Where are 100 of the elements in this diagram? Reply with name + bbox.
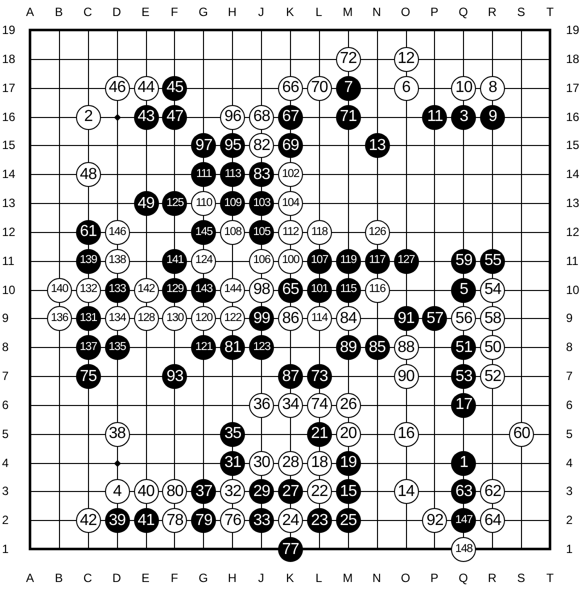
go-stone: 130 bbox=[162, 306, 188, 332]
go-stone: 32 bbox=[220, 479, 246, 504]
go-stone: 45 bbox=[162, 76, 188, 101]
go-stone: 52 bbox=[480, 364, 506, 389]
coordinate-label: A bbox=[24, 571, 35, 585]
coordinate-label: 6 bbox=[566, 398, 573, 412]
coordinate-label: 10 bbox=[566, 282, 580, 296]
go-stone: 68 bbox=[249, 104, 274, 130]
coordinate-label: G bbox=[198, 571, 209, 585]
go-stone: 20 bbox=[336, 422, 361, 447]
go-stone: 2 bbox=[76, 104, 101, 130]
go-stone: 64 bbox=[480, 508, 506, 534]
coordinate-label: R bbox=[486, 5, 498, 19]
go-stone: 104 bbox=[278, 191, 303, 216]
go-stone: 127 bbox=[394, 248, 419, 274]
go-stone: 6 bbox=[394, 76, 419, 101]
go-stone: 81 bbox=[220, 335, 246, 360]
go-stone: 22 bbox=[306, 479, 332, 504]
coordinate-label: N bbox=[371, 571, 382, 585]
coordinate-label: 2 bbox=[566, 513, 573, 528]
go-stone: 132 bbox=[76, 278, 101, 302]
go-stone: 111 bbox=[191, 162, 216, 188]
go-stone: 113 bbox=[220, 162, 246, 188]
coordinate-label: R bbox=[486, 571, 498, 585]
coordinate-label: 16 bbox=[2, 110, 16, 124]
go-stone: 72 bbox=[336, 46, 361, 72]
go-stone: 40 bbox=[134, 479, 159, 504]
go-stone: 61 bbox=[76, 220, 101, 245]
coordinate-label: 1 bbox=[566, 542, 573, 556]
go-stone: 33 bbox=[249, 508, 274, 534]
go-stone: 16 bbox=[394, 422, 419, 447]
coordinate-label: K bbox=[284, 571, 295, 585]
go-stone: 82 bbox=[249, 133, 274, 158]
coordinate-label: D bbox=[111, 571, 122, 585]
coordinate-label: 13 bbox=[566, 196, 580, 210]
go-stone: 142 bbox=[134, 278, 159, 302]
coordinate-label: 5 bbox=[566, 426, 573, 441]
coordinate-label: 18 bbox=[2, 52, 16, 66]
coordinate-label: F bbox=[170, 5, 180, 19]
coordinate-label: H bbox=[226, 5, 238, 19]
go-stone: 70 bbox=[306, 76, 332, 101]
go-stone: 17 bbox=[451, 392, 476, 418]
coordinate-label: 8 bbox=[566, 340, 573, 354]
go-stone: 4 bbox=[104, 479, 130, 504]
go-stone: 41 bbox=[134, 508, 159, 534]
go-stone: 23 bbox=[306, 508, 332, 534]
coordinate-label: B bbox=[54, 5, 64, 19]
go-stone: 102 bbox=[278, 162, 303, 188]
go-stone: 1 bbox=[451, 450, 476, 476]
coordinate-label: 3 bbox=[2, 484, 9, 498]
go-stone: 101 bbox=[306, 278, 332, 302]
go-stone: 79 bbox=[191, 508, 216, 534]
coordinate-label: 15 bbox=[2, 138, 16, 152]
go-stone: 31 bbox=[220, 450, 246, 476]
coordinate-label: 12 bbox=[2, 224, 16, 239]
coordinate-label: 4 bbox=[2, 456, 9, 470]
go-stone: 59 bbox=[451, 248, 476, 274]
coordinate-label: 17 bbox=[566, 80, 580, 95]
go-stone: 87 bbox=[278, 364, 303, 389]
go-stone: 134 bbox=[104, 306, 130, 332]
coordinate-label: O bbox=[400, 5, 412, 19]
go-stone: 77 bbox=[278, 537, 303, 562]
go-stone: 88 bbox=[394, 335, 419, 360]
go-stone: 83 bbox=[249, 162, 274, 188]
go-stone: 97 bbox=[191, 133, 216, 158]
coordinate-label: C bbox=[82, 5, 94, 19]
go-stone: 98 bbox=[249, 278, 274, 302]
coordinate-label: C bbox=[82, 571, 94, 585]
go-stone: 21 bbox=[306, 422, 332, 447]
go-stone: 7 bbox=[336, 76, 361, 101]
coordinate-label: 6 bbox=[2, 398, 9, 412]
go-stone: 76 bbox=[220, 508, 246, 534]
go-stone: 80 bbox=[162, 479, 188, 504]
go-stone: 24 bbox=[278, 508, 303, 534]
go-stone: 139 bbox=[76, 248, 101, 274]
go-stone: 89 bbox=[336, 335, 361, 360]
go-stone: 57 bbox=[422, 306, 448, 332]
go-stone: 91 bbox=[394, 306, 419, 332]
go-stone: 124 bbox=[191, 248, 216, 274]
go-stone: 125 bbox=[162, 191, 188, 216]
go-stone: 62 bbox=[480, 479, 506, 504]
go-stone: 126 bbox=[364, 220, 390, 245]
go-stone: 71 bbox=[336, 104, 361, 130]
coordinate-label: 15 bbox=[566, 138, 580, 152]
coordinate-label: P bbox=[429, 5, 440, 19]
go-stone: 108 bbox=[220, 220, 246, 245]
coordinate-label: 11 bbox=[2, 254, 14, 268]
go-stone: 11 bbox=[422, 104, 448, 130]
go-stone: 44 bbox=[134, 76, 159, 101]
go-stone: 54 bbox=[480, 278, 506, 302]
go-stone: 27 bbox=[278, 479, 303, 504]
go-stone: 90 bbox=[394, 364, 419, 389]
coordinate-label: F bbox=[170, 571, 180, 585]
go-stone: 65 bbox=[278, 278, 303, 302]
coordinate-label: 9 bbox=[2, 311, 9, 326]
go-stone: 29 bbox=[249, 479, 274, 504]
go-stone: 75 bbox=[76, 364, 101, 389]
go-stone: 5 bbox=[451, 278, 476, 302]
go-stone: 63 bbox=[451, 479, 476, 504]
coordinate-label: 19 bbox=[566, 23, 580, 37]
